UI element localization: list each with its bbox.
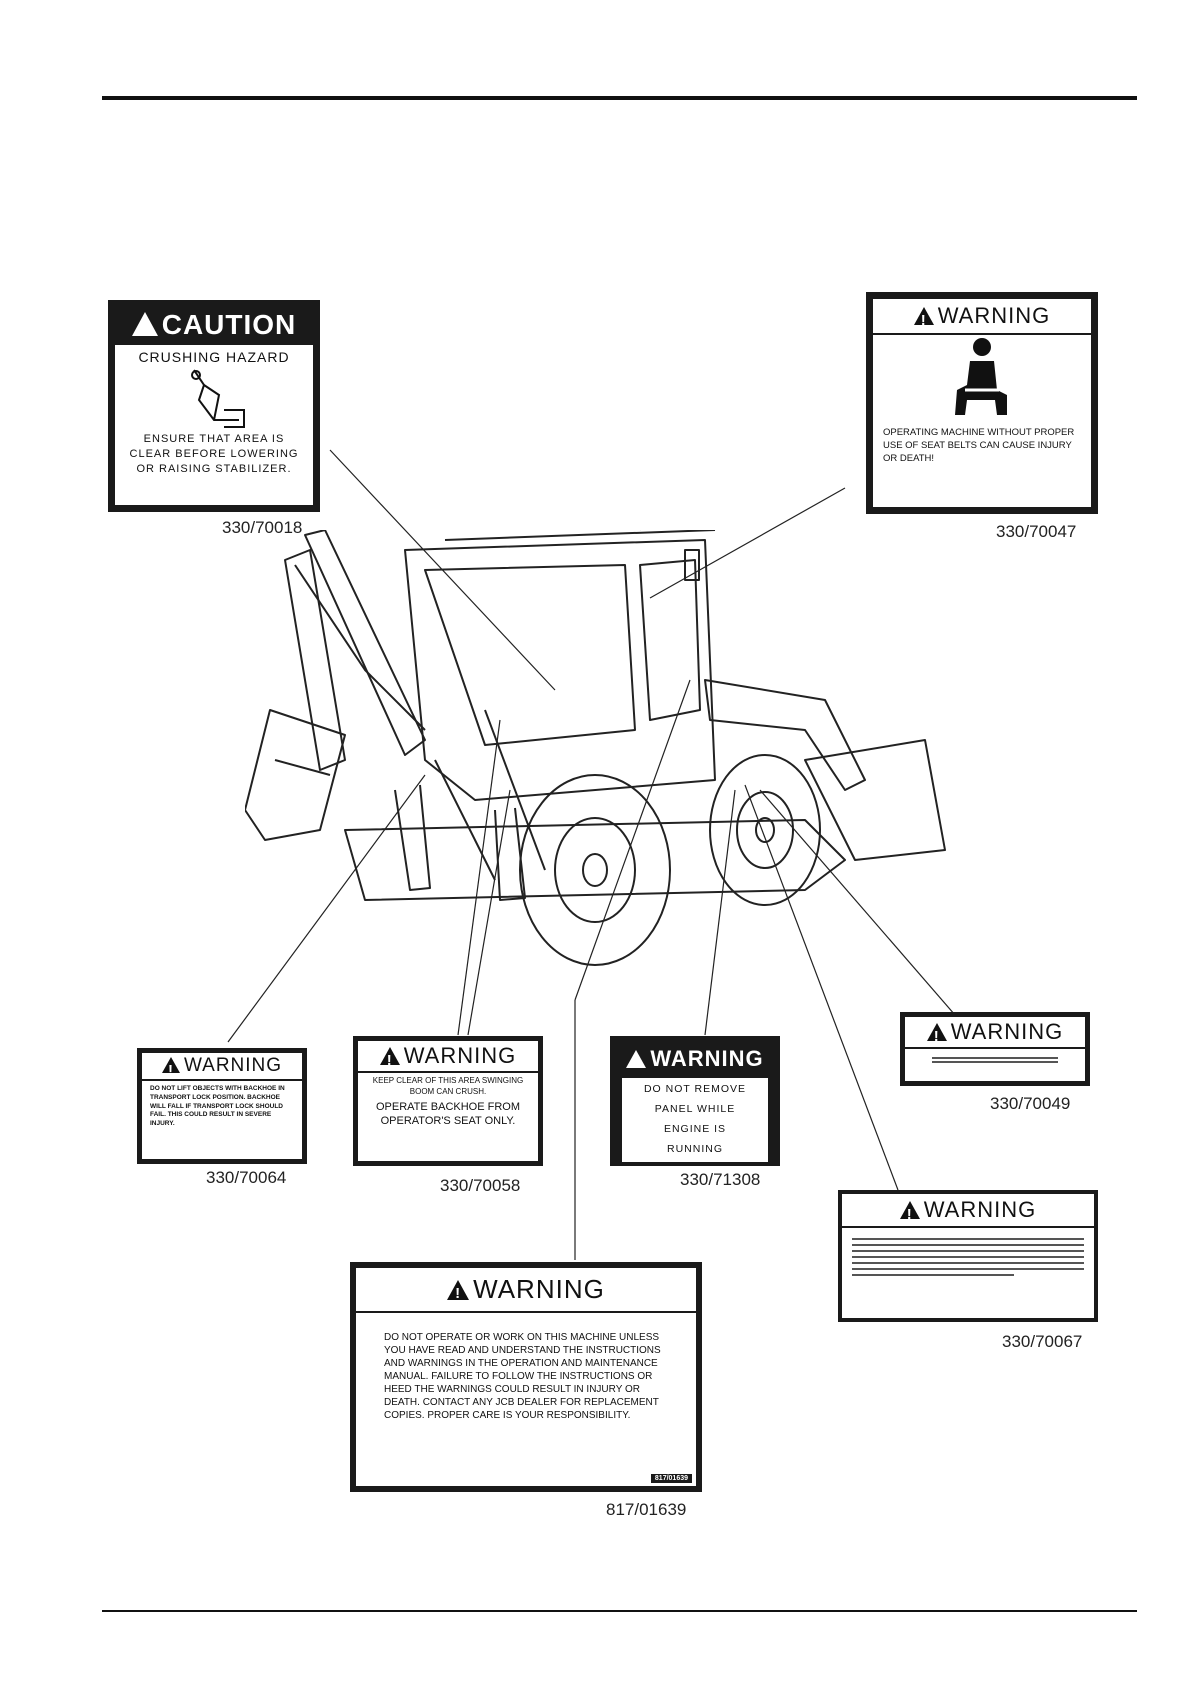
decal-330-70064: WARNING DO NOT LIFT OBJECTS WITH BACKHOE…: [137, 1048, 307, 1164]
alert-triangle-icon: [131, 312, 158, 336]
header-rule: [102, 96, 1137, 100]
part-number-330-70047: 330/70047: [996, 522, 1077, 541]
warning-line-1: KEEP CLEAR OF THIS AREA SWINGING BOOM CA…: [372, 1076, 524, 1096]
leader-70058-b: [467, 789, 511, 1036]
footer-rule: [102, 1610, 1137, 1612]
decal-330-70018: CAUTION CRUSHING HAZARD ENSURE THAT AREA…: [108, 300, 320, 512]
warning-header: WARNING: [358, 1041, 538, 1073]
warning-header: WARNING: [356, 1268, 696, 1313]
caution-message: ENSURE THAT AREA IS CLEAR BEFORE LOWERIN…: [129, 433, 299, 475]
alert-triangle-icon: [626, 1050, 647, 1072]
decal-330-70058: WARNING KEEP CLEAR OF THIS AREA SWINGING…: [353, 1036, 543, 1166]
decal-817-01639: WARNING DO NOT OPERATE OR WORK ON THIS M…: [350, 1262, 702, 1492]
signal-word: WARNING: [403, 1043, 517, 1068]
part-number-330-70018: 330/70018: [222, 518, 303, 537]
seat-belt-operator-icon: [955, 338, 1007, 415]
backhoe-loader-illustration: [245, 530, 946, 966]
part-number-330-70064: 330/70064: [206, 1168, 287, 1187]
signal-word: WARNING: [950, 1019, 1064, 1044]
signal-word: CAUTION: [161, 309, 297, 340]
alert-triangle-icon: [161, 1057, 180, 1079]
decal-330-71308: WARNING DO NOT REMOVE PANEL WHILE ENGINE…: [610, 1036, 780, 1166]
warning-header: WARNING: [905, 1017, 1085, 1049]
leader-70067: [744, 784, 899, 1191]
decal-330-70049: WARNING: [900, 1012, 1090, 1086]
warning-panel: DO NOT REMOVE PANEL WHILE ENGINE IS RUNN…: [622, 1078, 768, 1162]
hazard-title: CRUSHING HAZARD: [138, 349, 290, 365]
leader-70047: [649, 487, 846, 599]
signal-word: WARNING: [183, 1055, 283, 1076]
warning-line-2: OPERATE BACKHOE FROM OPERATOR'S SEAT ONL…: [375, 1100, 521, 1128]
leader-70058-a: [457, 719, 501, 1036]
warning-header: WARNING: [842, 1194, 1094, 1228]
fine-print: [932, 1055, 1058, 1065]
part-number-330-71308: 330/71308: [680, 1170, 761, 1189]
warning-header: WARNING: [142, 1053, 302, 1081]
caution-header: CAUTION: [115, 307, 313, 345]
leader-01639-b: [574, 679, 691, 1001]
alert-triangle-icon: [447, 1280, 470, 1302]
crushing-hazard-icon: [191, 369, 245, 428]
signal-word: WARNING: [937, 303, 1051, 328]
leader-71308: [704, 789, 736, 1036]
alert-triangle-icon: [379, 1047, 400, 1069]
signal-word: WARNING: [473, 1274, 605, 1304]
leader-70064: [227, 774, 426, 1043]
decal-330-70047: WARNING OPERATING MACHINE WITHOUT PROPER…: [866, 292, 1098, 514]
warning-message: OPERATING MACHINE WITHOUT PROPER USE OF …: [883, 427, 1075, 464]
warning-header: WARNING: [873, 299, 1091, 335]
warning-header: WARNING: [616, 1042, 774, 1076]
part-number-330-70067: 330/70067: [1002, 1332, 1083, 1351]
fine-print: [852, 1234, 1084, 1280]
alert-triangle-icon: [899, 1201, 920, 1223]
alert-triangle-icon: [926, 1023, 947, 1045]
part-number-330-70058: 330/70058: [440, 1176, 521, 1195]
decal-code: 817/01639: [650, 1474, 692, 1483]
part-number-330-70049: 330/70049: [990, 1094, 1071, 1113]
warning-message: DO NOT OPERATE OR WORK ON THIS MACHINE U…: [384, 1332, 661, 1421]
signal-word: WARNING: [923, 1197, 1037, 1222]
warning-message: DO NOT LIFT OBJECTS WITH BACKHOE IN TRAN…: [150, 1085, 285, 1128]
signal-word: WARNING: [650, 1046, 764, 1071]
alert-triangle-icon: [913, 307, 934, 329]
part-number-817-01639: 817/01639: [606, 1500, 687, 1519]
decal-330-70067: WARNING: [838, 1190, 1098, 1322]
warning-message: DO NOT REMOVE PANEL WHILE ENGINE IS RUNN…: [643, 1083, 747, 1155]
